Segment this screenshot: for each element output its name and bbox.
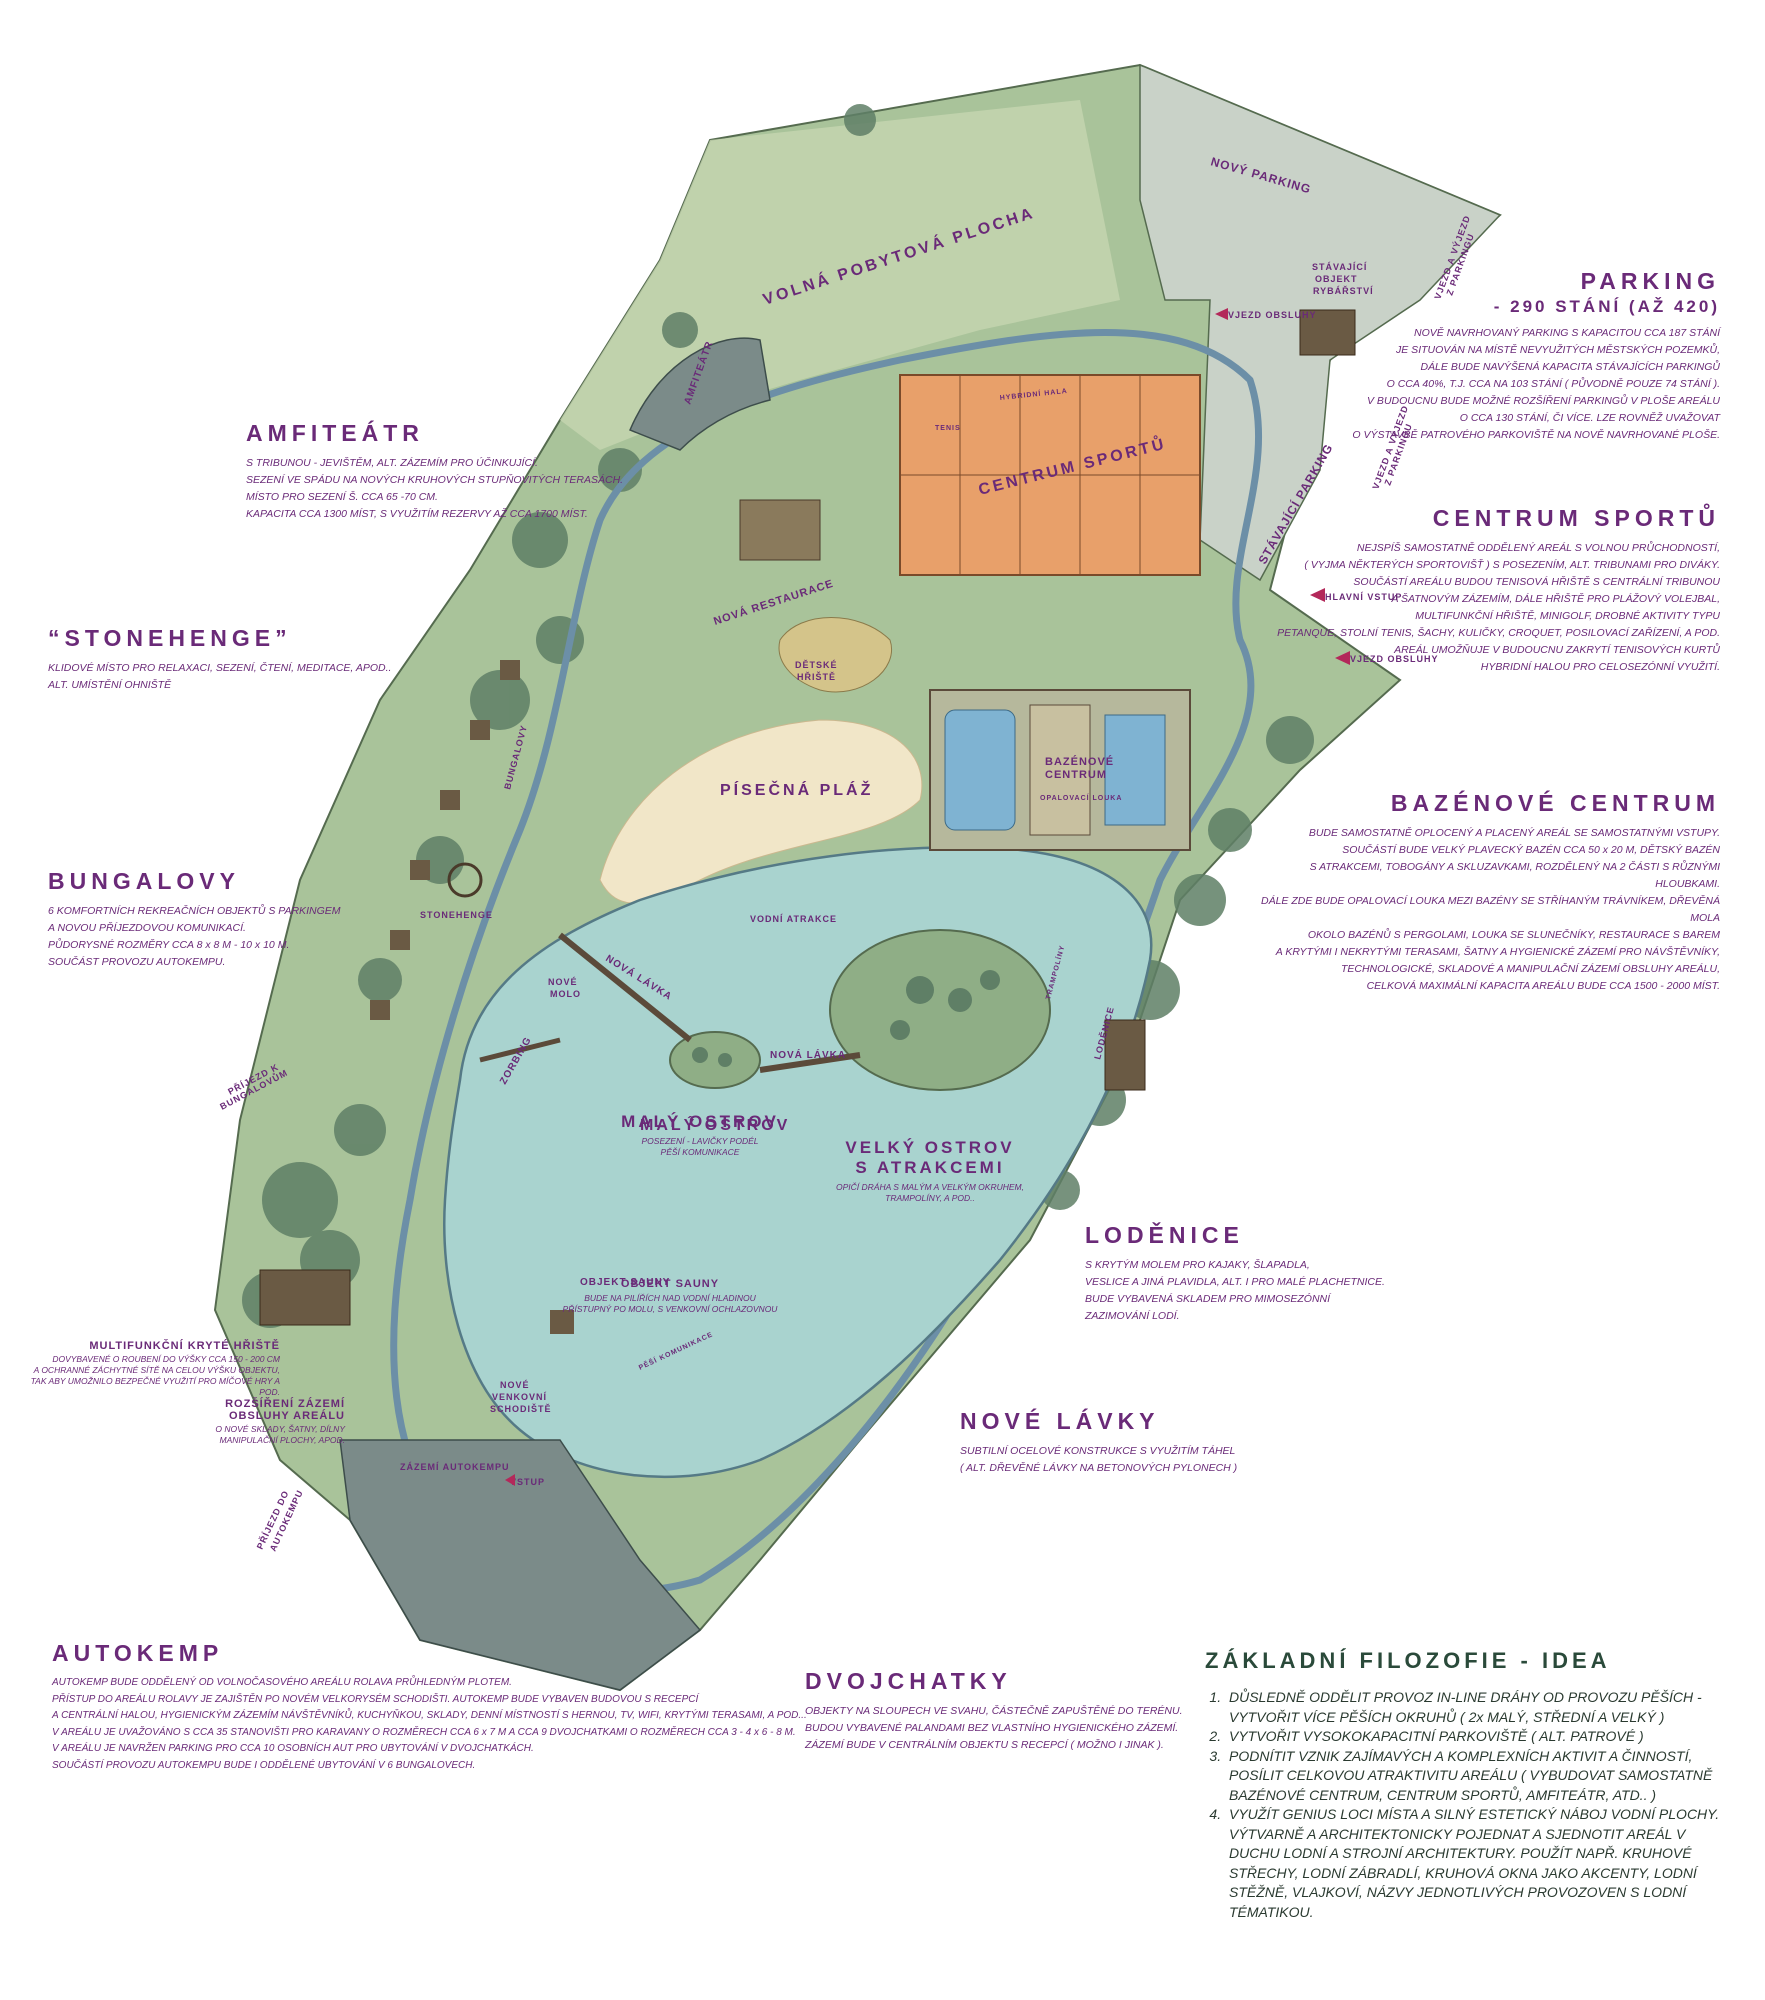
- centrum-title: CENTRUM SPORTŮ: [1432, 505, 1720, 531]
- label-vjezd-obsluhy-2: VJEZD OBSLUHY: [1350, 654, 1439, 664]
- autokemp-area: [339, 1439, 702, 1691]
- entrance-arrows: [505, 308, 1350, 1486]
- sports-centre: [899, 374, 1201, 576]
- label-schodiste-1: NOVÉ: [500, 1380, 530, 1390]
- parking-title: PARKING: [1580, 268, 1720, 294]
- velky-ostrov-text: OPIČÍ DRÁHA S MALÝM A VELKÝM OKRUHEM, TR…: [836, 1182, 1024, 1203]
- label-bazenove-map-1: BAZÉNOVÉ: [1045, 755, 1114, 768]
- label-bazenove-map-2: CENTRUM: [1045, 769, 1107, 781]
- bungalovy-text: 6 KOMFORTNÍCH REKREAČNÍCH OBJEKTŮ S PARK…: [48, 905, 341, 968]
- label-zazemi-autokempu: ZÁZEMÍ AUTOKEMPU: [400, 1462, 510, 1472]
- bungalow-buildings: [370, 660, 520, 1020]
- label-stavajici-3: RYBÁŘSTVÍ: [1313, 285, 1374, 296]
- label-objekt-sauny-map: OBJEKT SAUNY: [580, 1277, 670, 1288]
- centrum-text: NEJSPÍŠ SAMOSTATNĚ ODDĚLENÝ AREÁL S VOLN…: [1277, 542, 1720, 673]
- nove-lavky-text: SUBTILNÍ OCELOVÉ KONSTRUKCE S VYUŽITÍM T…: [960, 1445, 1238, 1474]
- nove-lavky-title: NOVÉ LÁVKY: [960, 1408, 1160, 1434]
- maly-ostrov-section: MALÝ OSTROV POSEZENÍ - LAVIČKY PODÉL PĚŠ…: [600, 1112, 800, 1158]
- label-stonehenge-map: STONEHENGE: [420, 910, 493, 920]
- bridge-middle: [759, 1052, 861, 1073]
- fishing-building: [1299, 309, 1356, 356]
- label-detske-hriste-2: HŘIŠTĚ: [797, 671, 836, 682]
- idea-item: VYTVOŘIT VYSOKOKAPACITNÍ PARKOVIŠTĚ ( AL…: [1225, 1727, 1725, 1747]
- bazenove-text: BUDE SAMOSTATNĚ OPLOCENÝ A PLACENÝ AREÁL…: [1261, 827, 1720, 992]
- objekt-sauny-title: OBJEKT SAUNY: [620, 1278, 720, 1290]
- dvojchatky-text: OBJEKTY NA SLOUPECH VE SVAHU, ČÁSTEČNĚ Z…: [805, 1705, 1183, 1751]
- autokemp-title: AUTOKEMP: [52, 1640, 224, 1666]
- island-trees: [692, 970, 1000, 1067]
- autokemp-section: AUTOKEMP AUTOKEMP BUDE ODDĚLENÝ OD VOLNO…: [52, 1640, 812, 1774]
- sauna-building: [550, 1310, 574, 1334]
- playground: [778, 617, 892, 693]
- label-vodni-atrakce: VODNÍ ATRAKCE: [750, 914, 837, 924]
- label-maly-ostrov-map: MALÝ OSTROV: [640, 1115, 790, 1134]
- lodenice-title: LODĚNICE: [1085, 1222, 1244, 1248]
- label-stavajici-2: OBJEKT: [1315, 274, 1358, 284]
- amfiteatr-section: AMFITEÁTR S TRIBUNOU - JEVIŠTĚM, ALT. ZÁ…: [246, 420, 626, 523]
- idea-item: VYUŽÍT GENIUS LOCI MÍSTA A SILNÝ ESTETIC…: [1225, 1805, 1725, 1922]
- multi-text: DOVYBAVENÉ O ROUBENÍ DO VÝŠKY CCA 150 - …: [30, 1354, 280, 1397]
- idea-item: PODNÍTIT VZNIK ZAJÍMAVÝCH A KOMPLEXNÍCH …: [1225, 1747, 1725, 1806]
- label-hlavni-vstup: HLAVNÍ VSTUP: [1325, 592, 1402, 602]
- label-vjezd-obsluhy-1: VJEZD OBSLUHY: [1228, 310, 1317, 320]
- bazenove-title: BAZÉNOVÉ CENTRUM: [1390, 790, 1720, 816]
- label-nove-molo-2: MOLO: [550, 989, 581, 999]
- velky-ostrov-title-2: S ATRAKCEMI: [855, 1158, 1005, 1177]
- parking-section: PARKING - 290 STÁNÍ (AŽ 420) NOVĚ NAVRHO…: [1300, 268, 1720, 444]
- amfiteatr-text: S TRIBUNOU - JEVIŠTĚM, ALT. ZÁZEMÍM PRO …: [246, 457, 624, 520]
- stonehenge-section: “STONEHENGE” KLIDOVÉ MÍSTO PRO RELAXACI,…: [48, 625, 408, 694]
- maly-ostrov-title: MALÝ OSTROV: [621, 1112, 779, 1131]
- multi-title: MULTIFUNKČNÍ KRYTÉ HŘIŠTĚ: [89, 1340, 280, 1352]
- pool-centre: [929, 689, 1191, 851]
- boathouse: [1104, 1019, 1146, 1091]
- nove-lavky-section: NOVÉ LÁVKY SUBTILNÍ OCELOVÉ KONSTRUKCE S…: [960, 1408, 1280, 1477]
- rozsireni-text: O NOVÉ SKLADY, ŠATNY, DÍLNY MANIPULAČNÍ …: [215, 1424, 345, 1445]
- lodenice-text: S KRYTÝM MOLEM PRO KAJAKY, ŠLAPADLA, VES…: [1085, 1259, 1385, 1322]
- multi-section: MULTIFUNKČNÍ KRYTÉ HŘIŠTĚ DOVYBAVENÉ O R…: [30, 1340, 280, 1398]
- rozsireni-section: ROZŠÍŘENÍ ZÁZEMÍ OBSLUHY AREÁLU O NOVÉ S…: [200, 1398, 345, 1446]
- dvojchatky-title: DVOJCHATKY: [805, 1668, 1012, 1694]
- velky-ostrov-title-1: VELKÝ OSTROV: [845, 1138, 1015, 1157]
- big-island: [829, 929, 1051, 1091]
- parking-subtitle: - 290 STÁNÍ (AŽ 420): [1493, 297, 1720, 316]
- idea-list: DŮSLEDNĚ ODDĚLIT PROVOZ IN-LINE DRÁHY OD…: [1205, 1688, 1725, 1922]
- label-schodiste-3: SCHODIŠTĚ: [490, 1403, 552, 1414]
- lodenice-section: LODĚNICE S KRYTÝM MOLEM PRO KAJAKY, ŠLAP…: [1085, 1222, 1405, 1325]
- stonehenge-text: KLIDOVÉ MÍSTO PRO RELAXACI, SEZENÍ, ČTEN…: [48, 662, 392, 691]
- label-stavajici-1: STÁVAJÍCÍ: [1312, 262, 1367, 272]
- idea-section: ZÁKLADNÍ FILOZOFIE - IDEA DŮSLEDNĚ ODDĚL…: [1205, 1648, 1725, 1922]
- multi-hall: [259, 1269, 351, 1326]
- idea-title: ZÁKLADNÍ FILOZOFIE - IDEA: [1205, 1648, 1611, 1673]
- parking-text: NOVĚ NAVRHOVANÝ PARKING S KAPACITOU CCA …: [1352, 327, 1720, 441]
- rozsireni-title: ROZŠÍŘENÍ ZÁZEMÍ OBSLUHY AREÁLU: [225, 1398, 345, 1422]
- stonehenge-title: “STONEHENGE”: [48, 625, 292, 651]
- dvojchatky-section: DVOJCHATKY OBJEKTY NA SLOUPECH VE SVAHU,…: [805, 1668, 1185, 1754]
- objekt-sauny-text: BUDE NA PILÍŘÍCH NAD VODNÍ HLADINOU PŘÍS…: [562, 1293, 778, 1314]
- label-detske-hriste-1: DĚTSKÉ: [795, 659, 838, 670]
- bungalovy-title: BUNGALOVY: [48, 868, 240, 894]
- bungalovy-section: BUNGALOVY 6 KOMFORTNÍCH REKREAČNÍCH OBJE…: [48, 868, 368, 971]
- restaurant-building: [739, 499, 821, 561]
- maly-ostrov-text: POSEZENÍ - LAVIČKY PODÉL PĚŠÍ KOMUNIKACE: [641, 1136, 759, 1157]
- bridge-south: [479, 1037, 561, 1063]
- amphitheatre-terraces: [629, 337, 771, 451]
- label-vstup: VSTUP: [510, 1477, 545, 1487]
- label-nove-molo-1: NOVÉ: [548, 977, 578, 987]
- centrum-section: CENTRUM SPORTŮ NEJSPÍŠ SAMOSTATNĚ ODDĚLE…: [1270, 505, 1720, 676]
- bridge-north: [558, 932, 692, 1043]
- label-pisecna-plaz: PÍSEČNÁ PLÁŽ: [720, 780, 873, 799]
- label-tenis: TENIS: [935, 425, 961, 432]
- small-island: [669, 1031, 761, 1089]
- velky-ostrov-section: VELKÝ OSTROV S ATRAKCEMI OPIČÍ DRÁHA S M…: [800, 1138, 1060, 1204]
- autokemp-text: AUTOKEMP BUDE ODDĚLENÝ OD VOLNOČASOVÉHO …: [52, 1677, 807, 1771]
- objekt-sauny-section: OBJEKT SAUNY BUDE NA PILÍŘÍCH NAD VODNÍ …: [555, 1278, 785, 1315]
- stonehenge-circle: [447, 862, 483, 898]
- amfiteatr-title: AMFITEÁTR: [246, 420, 424, 446]
- bazenove-section: BAZÉNOVÉ CENTRUM BUDE SAMOSTATNĚ OPLOCEN…: [1260, 790, 1720, 995]
- label-opalovaci-louka: OPALOVACÍ LOUKA: [1040, 793, 1122, 802]
- idea-item: DŮSLEDNĚ ODDĚLIT PROVOZ IN-LINE DRÁHY OD…: [1225, 1688, 1725, 1727]
- label-nova-lavka-2: NOVÁ LÁVKA: [770, 1048, 846, 1061]
- label-schodiste-2: VENKOVNÍ: [492, 1392, 547, 1402]
